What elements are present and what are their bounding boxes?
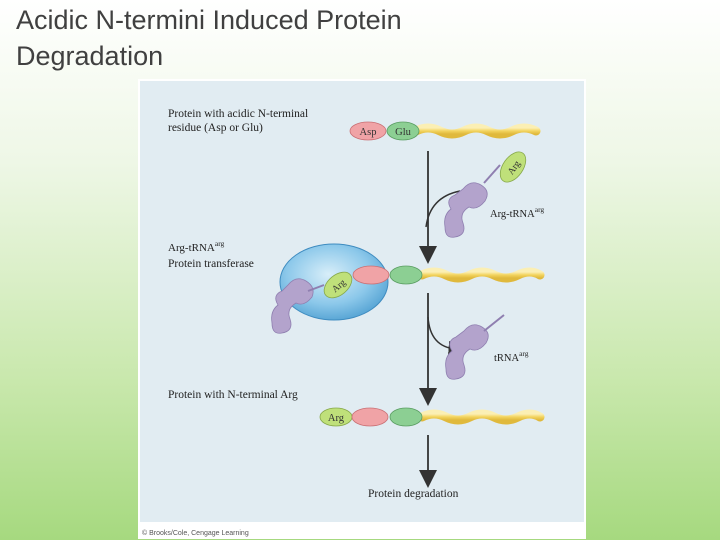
arg-residue-label: Arg <box>328 413 345 424</box>
pathway-diagram: Protein with acidic N-terminal residue (… <box>138 79 586 539</box>
degradation-figure: Protein with acidic N-terminal residue (… <box>138 79 586 539</box>
acidic-protein: Asp Glu <box>350 122 536 140</box>
transferase-label-line2: Protein transferase <box>168 258 254 270</box>
arg-trna-label: Arg-tRNAarg <box>490 205 544 220</box>
trna-blob-1 <box>445 183 488 238</box>
step3-label: Protein with N-terminal Arg <box>168 389 298 401</box>
glu-residue-label: Glu <box>395 127 412 138</box>
slide-title-line1: Acidic N-termini Induced Protein <box>16 2 536 38</box>
slide-title-line2: Degradation <box>16 38 536 74</box>
step1-label-line1: Protein with acidic N-terminal <box>168 108 308 120</box>
slide-title: Acidic N-termini Induced Protein Degrada… <box>16 2 536 74</box>
trna-blob-3 <box>446 325 489 380</box>
trna-label: tRNAarg <box>494 349 529 364</box>
asp-residue-label: Asp <box>360 127 377 138</box>
arginylated-protein: Arg <box>320 408 540 426</box>
asp-residue-2 <box>353 266 389 284</box>
asp-residue-3 <box>352 408 388 426</box>
trna-linker-1 <box>484 165 500 183</box>
polypeptide-chain-3 <box>422 414 540 420</box>
glu-residue-3 <box>390 408 422 426</box>
image-credit: © Brooks/Cole, Cengage Learning <box>142 530 249 537</box>
glu-residue-2 <box>390 266 422 284</box>
free-trna-molecule <box>446 315 504 379</box>
polypeptide-chain-1 <box>416 128 536 134</box>
final-label: Protein degradation <box>368 488 459 500</box>
polypeptide-chain-2 <box>422 272 540 278</box>
transferase-label-line1: Arg-tRNAarg <box>168 239 225 254</box>
step1-label-line2: residue (Asp or Glu) <box>168 122 263 134</box>
trna-linker-3 <box>484 315 504 331</box>
